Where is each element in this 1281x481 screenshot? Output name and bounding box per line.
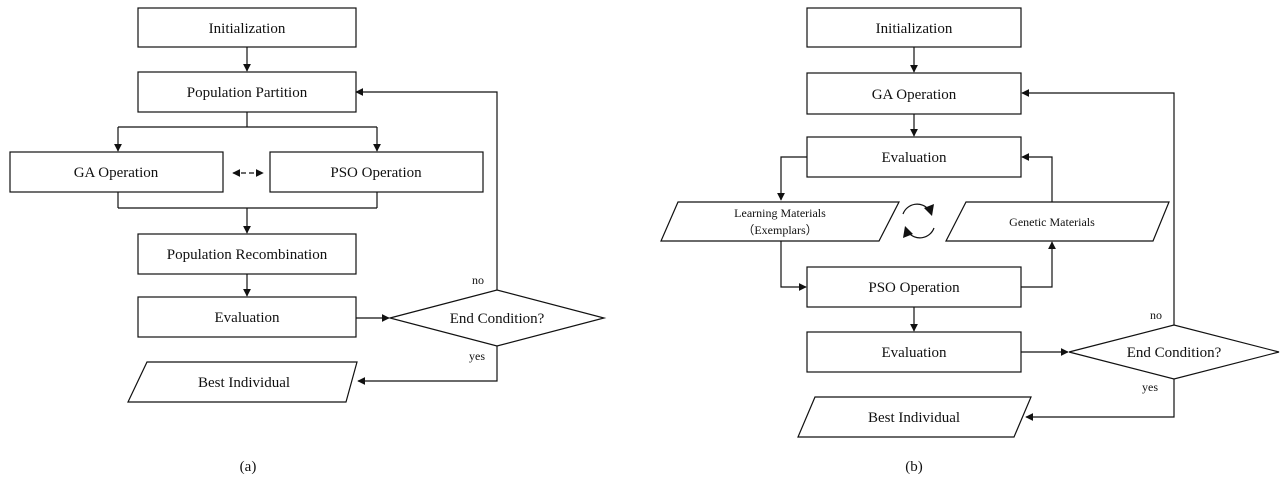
a-best-individual-box bbox=[127, 361, 358, 403]
a-ga-operation-label: GA Operation bbox=[74, 165, 159, 181]
b-arrow-genetic-to-evaluation bbox=[1021, 153, 1053, 202]
b-arrow-no-loop bbox=[1021, 89, 1175, 325]
b-best-individual-label: Best Individual bbox=[868, 410, 960, 426]
a-arrow-yes bbox=[357, 346, 498, 385]
a-yes-label: yes bbox=[469, 349, 485, 363]
b-initialization-label: Initialization bbox=[876, 21, 953, 37]
b-yes-label: yes bbox=[1142, 380, 1158, 394]
b-ga-operation-box bbox=[806, 72, 1022, 115]
b-learning-materials-line2: （Exemplars） bbox=[742, 223, 817, 237]
cycle-icon bbox=[902, 203, 935, 239]
b-evaluation-top-label: Evaluation bbox=[882, 150, 947, 166]
a-evaluation-box bbox=[137, 296, 357, 338]
b-pso-operation-label: PSO Operation bbox=[868, 280, 960, 296]
b-ga-operation-label: GA Operation bbox=[872, 87, 957, 103]
a-caption: (a) bbox=[240, 459, 257, 475]
b-genetic-materials-label: Genetic Materials bbox=[1009, 215, 1095, 229]
b-arrow-to-learning-materials bbox=[777, 156, 807, 201]
b-caption: (b) bbox=[905, 459, 923, 475]
b-best-individual-box bbox=[797, 396, 1032, 438]
b-end-condition-label: End Condition? bbox=[1127, 345, 1222, 361]
diagram-b: Initialization GA Operation Evaluation L… bbox=[660, 7, 1280, 475]
a-population-recombination-label: Population Recombination bbox=[167, 247, 328, 263]
b-learning-materials-box bbox=[660, 201, 900, 242]
a-initialization-box bbox=[137, 7, 357, 48]
a-population-partition-label: Population Partition bbox=[187, 85, 308, 101]
diagram-a: Initialization Population Partition GA O… bbox=[9, 7, 607, 475]
b-initialization-box bbox=[806, 7, 1022, 48]
b-evaluation-top-box bbox=[806, 136, 1022, 178]
b-arrow-learning-to-pso bbox=[780, 241, 807, 291]
b-arrow-pso-to-genetic bbox=[1021, 241, 1056, 288]
b-evaluation-bottom-box bbox=[806, 331, 1022, 373]
a-ga-operation-box bbox=[9, 151, 224, 193]
b-end-condition-diamond bbox=[1068, 324, 1280, 380]
a-pso-operation-label: PSO Operation bbox=[330, 165, 422, 181]
b-genetic-materials-box bbox=[945, 201, 1170, 242]
a-population-recombination-box bbox=[137, 233, 357, 275]
b-learning-materials-line1: Learning Materials bbox=[734, 206, 826, 220]
a-no-label: no bbox=[472, 273, 484, 287]
a-initialization-label: Initialization bbox=[209, 21, 286, 37]
b-no-label: no bbox=[1150, 308, 1162, 322]
a-evaluation-label: Evaluation bbox=[215, 310, 280, 326]
a-population-partition-box bbox=[137, 71, 357, 113]
a-best-individual-label: Best Individual bbox=[198, 375, 290, 391]
a-end-condition-label: End Condition? bbox=[450, 311, 545, 327]
b-evaluation-bottom-label: Evaluation bbox=[882, 345, 947, 361]
a-end-condition-diamond bbox=[387, 289, 607, 347]
b-arrow-yes bbox=[1025, 379, 1175, 421]
a-arrow-no-loop bbox=[355, 88, 498, 290]
